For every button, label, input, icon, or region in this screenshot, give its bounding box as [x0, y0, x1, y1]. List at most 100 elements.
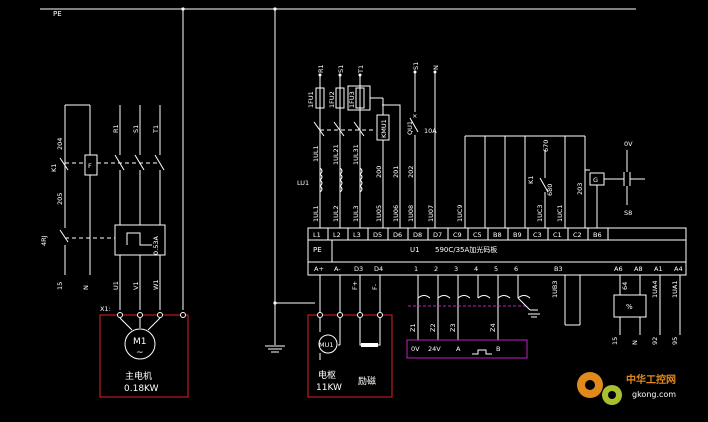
controller-top-terminal: L3	[353, 231, 361, 239]
encoder-box	[406, 339, 528, 359]
encoder-z3: Z3	[449, 323, 457, 332]
armature-section: F+ F- MU1 电枢 11KW 励磁	[307, 275, 393, 398]
choke-lu1: LU1	[297, 179, 309, 187]
gkong-watermark: 中华工控网 gkong.com	[577, 372, 676, 405]
controller-bottom-terminal: 5	[494, 265, 498, 273]
breaker-rating: 10A	[424, 127, 437, 135]
wire-1ul1: 1UL1	[312, 145, 320, 162]
controller-top-terminal: D5	[373, 231, 382, 239]
controller-top-terminal: B9	[513, 231, 522, 239]
controller-top-terminal: C1	[553, 231, 562, 239]
phase-r1-left: R1	[112, 124, 120, 133]
controller-pe: PE	[313, 246, 322, 254]
line-fuses-and-choke: R1 S1 T1 1FU1 1FU2 1FU3 1UL1 1UL21 1UL31…	[297, 62, 440, 228]
field-minus: F-	[371, 283, 379, 290]
controller-bottom-terminal: A4	[674, 265, 683, 273]
wire-202: 202	[407, 166, 415, 178]
wire-64: 64	[621, 282, 629, 290]
phase-t1-left: T1	[152, 125, 160, 134]
wire-15-right: 15	[611, 337, 619, 345]
wire-204: 204	[56, 138, 64, 150]
wire-15-left: 15	[56, 282, 64, 290]
meter-percent: %	[626, 303, 633, 311]
controller-bottom-terminal: B3	[554, 265, 563, 273]
field-winding-icon	[361, 343, 378, 347]
controller-bottom-terminal: 4	[474, 265, 478, 273]
meter-box	[613, 294, 647, 318]
encoder-z1: Z1	[409, 323, 417, 332]
supply-s1: S1	[412, 62, 420, 70]
controller-bottom-terminal: A-	[334, 265, 341, 273]
motor-name: M1	[133, 337, 147, 347]
controller-bottom-terminal: A+	[314, 265, 324, 273]
controller-bottom-terminal: D4	[374, 265, 383, 273]
wire-1u06: 1U06	[392, 205, 400, 222]
wire-1ul31: 1UL31	[352, 144, 360, 165]
motor-power: 0.18KW	[124, 384, 159, 394]
controller-bottom-terminal: A8	[634, 265, 643, 273]
wire-670: 670	[542, 140, 550, 152]
controller-top-terminal: L2	[333, 231, 341, 239]
fuse-1fu3: 1FU3	[348, 91, 356, 108]
watermark-url: gkong.com	[632, 390, 676, 399]
choke-out-2: 1UL2	[332, 205, 340, 222]
wire-1ub3: 1UB3	[551, 281, 559, 299]
relay-f-coil	[84, 154, 98, 176]
ground-icon	[265, 345, 285, 353]
label-0v: 0V	[624, 140, 633, 148]
controller-top-terminal: C5	[473, 231, 482, 239]
controller-top-terminal: C3	[533, 231, 542, 239]
motor-m1-icon	[124, 328, 156, 360]
relay-k1-label: K1	[50, 164, 58, 172]
controller-bottom-terminal: 1	[414, 265, 418, 273]
wire-1u07: 1U07	[427, 205, 435, 222]
controller-bottom-terminal: 2	[434, 265, 438, 273]
wire-1uc9: 1UC9	[456, 204, 464, 222]
motor-symbol: ~	[136, 348, 144, 358]
phase-r1: R1	[317, 64, 325, 73]
phase-s1: S1	[337, 65, 345, 73]
armature-mu1: MU1	[319, 341, 334, 349]
armature-power: 11KW	[316, 383, 342, 393]
choke-out-3: 1UL3	[352, 205, 360, 222]
wire-200: 200	[375, 166, 383, 178]
armature-caption: 电枢	[318, 369, 336, 381]
kmu1-label: KMU1	[380, 119, 388, 138]
output-u1: U1	[112, 281, 120, 290]
encoder-section: Z1 Z2 Z3 Z4 0V 24V A B	[406, 275, 540, 359]
encoder-0v: 0V	[411, 345, 420, 353]
controller-top-terminal: L1	[313, 231, 321, 239]
wire-n-right: N	[631, 340, 639, 345]
overload-rating: 0.53A	[152, 236, 160, 255]
motor-caption: 主电机	[125, 370, 152, 382]
relay-f-label: F	[88, 162, 92, 170]
armature-motor-icon	[318, 334, 338, 354]
wire-1u08: 1U08	[407, 205, 415, 222]
wire-1ua4: 1UA4	[651, 281, 659, 298]
controller-model: 590C/35A加光码板	[435, 245, 497, 254]
wire-201: 201	[392, 166, 400, 178]
label-s8: S8	[624, 209, 632, 217]
output-w1: W1	[152, 279, 160, 290]
controller-top-terminal: B6	[593, 231, 602, 239]
wire-1u05: 1U05	[375, 205, 383, 222]
controller-top-terminal: C9	[453, 231, 462, 239]
wire-203: 203	[576, 183, 584, 195]
controller-top-terminal: D8	[413, 231, 422, 239]
wire-95: 95	[671, 337, 679, 345]
relay-k1-contact: K1	[527, 176, 535, 184]
controller-top-terminal: C2	[573, 231, 582, 239]
controller-bottom-terminal: A6	[614, 265, 623, 273]
wire-1uc1: 1UC1	[556, 204, 564, 222]
supply-n: N	[432, 65, 440, 70]
left-control-circuit: 204 K1 F 205 4RJ 15 N R1 S1 T1 0.53A	[40, 104, 166, 313]
wire-92: 92	[651, 337, 659, 345]
controller-top-terminal: D7	[433, 231, 442, 239]
encoder-z4: Z4	[489, 323, 497, 332]
phase-t1: T1	[357, 65, 365, 74]
controller-bottom-terminal: D3	[354, 265, 363, 273]
encoder-b: B	[496, 345, 500, 353]
pe-bus-label: PE	[53, 10, 62, 18]
controller-top-terminal: B8	[493, 231, 502, 239]
